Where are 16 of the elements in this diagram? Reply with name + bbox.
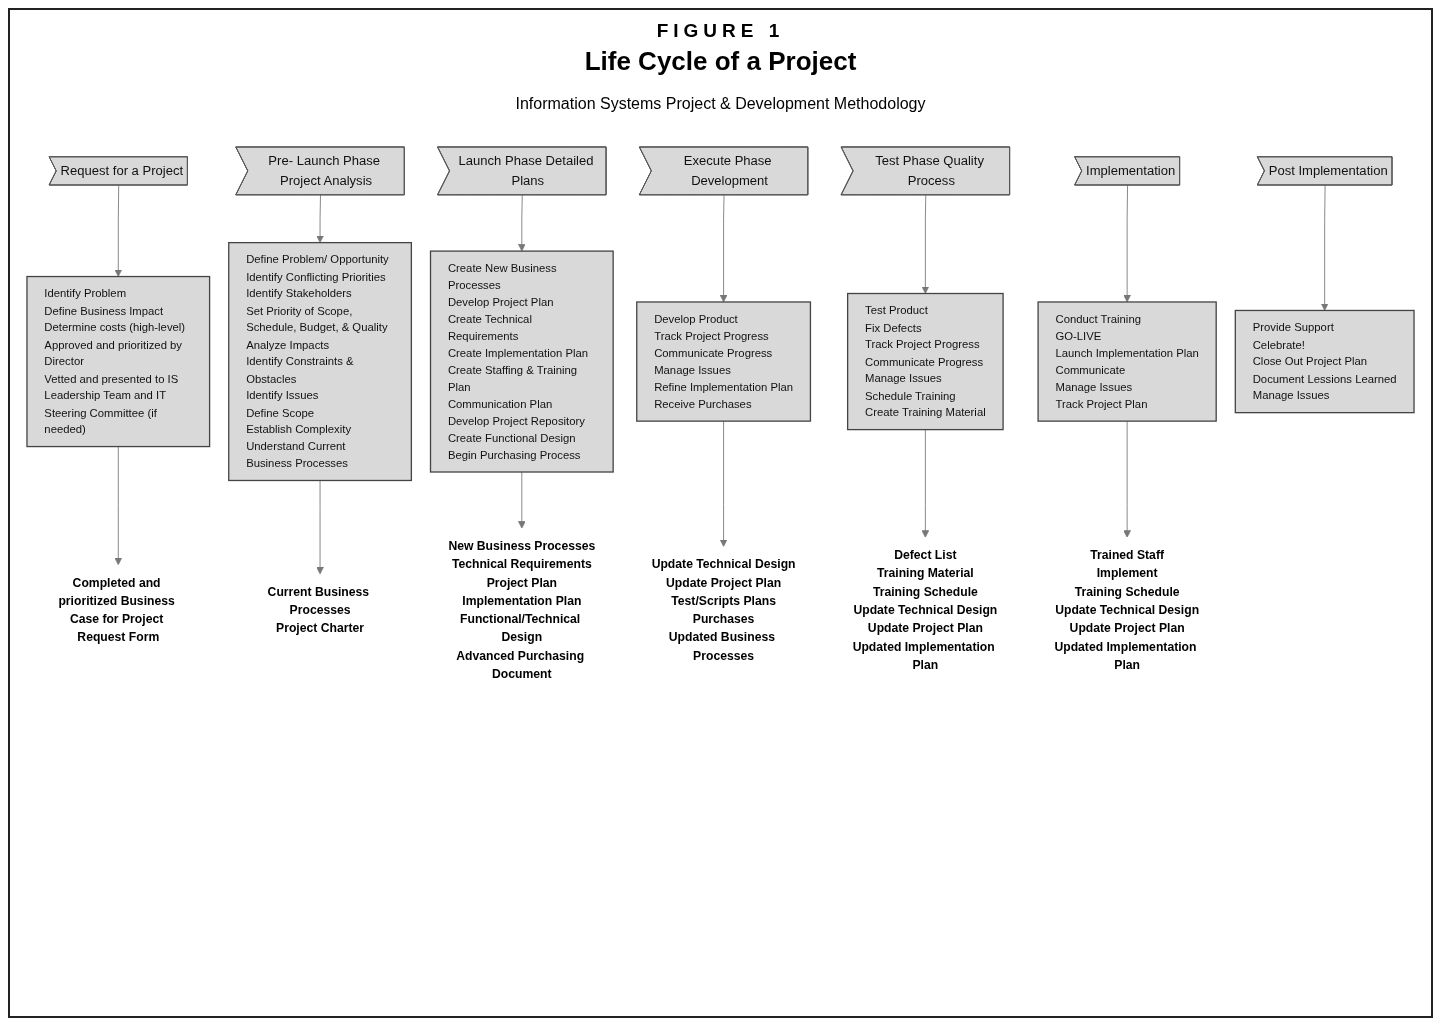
- node-box: Develop Product Track Project Progress Communicate Progress Manage Issues Refine Implementation Plan Receive Purchases: [636, 301, 812, 422]
- node-text: Update Technical Design Update Project Plan Test/Scripts Plans Purchases Updated Business Processes: [651, 557, 796, 663]
- node-box: Identify Problem Define Business Impact Determine costs (high-level) Approved and prioritized by Director Vetted and presented to IS Leadership Team and IT Steering Committee (if needed): [26, 275, 211, 448]
- node-text: Defect List Training Material Training Schedule Update Technical Design Update Project Plan Updated Implementation Plan: [852, 547, 998, 672]
- node-text: New Business Processes Technical Requirements Project Plan Implementation Plan Functional/Technical Design Advanced Purchasing Document: [448, 538, 596, 681]
- node-text: Current Business Processes Project Charter: [267, 584, 370, 635]
- title: Life Cycle of a Project: [584, 46, 857, 77]
- node-box: Create New Business Processes Develop Project Plan Create Technical Requirements Create Implementation Plan Create Staffing & Training Plan Communication Plan Develop Project Repository Create Functional Design Begin Purchasing Process: [429, 250, 614, 473]
- node-box: Provide Support Celebrate! Close Out Project Plan Document Lessions Learned Manage Issues: [1234, 309, 1415, 414]
- node-text: Trained Staff Implement Training Schedule Update Technical Design Update Project Plan Updated Implementation Plan: [1054, 547, 1200, 672]
- subtitle: Information Systems Project & Development Methodology: [515, 95, 926, 113]
- node-text: Completed and prioritized Business Case for Project Request Form: [58, 575, 175, 644]
- node-box: Conduct Training GO-LIVE Launch Implementation Plan Communicate Manage Issues Track Project Plan: [1037, 301, 1217, 422]
- node-box: Test Product Fix Defects Track Project Progress Communicate Progress Manage Issues Schedule Training Create Training Material: [847, 292, 1004, 431]
- node-box: Define Problem/ Opportunity Identify Conflicting Priorities Identify Stakeholders Set Priority of Scope, Schedule, Budget, & Quality Analyze Impacts Identify Constraints & Obstacles Identify Issues Define Scope Establish Complexity Understand Current Business Processes: [228, 241, 412, 482]
- figure-number: FIGURE 1: [656, 20, 785, 42]
